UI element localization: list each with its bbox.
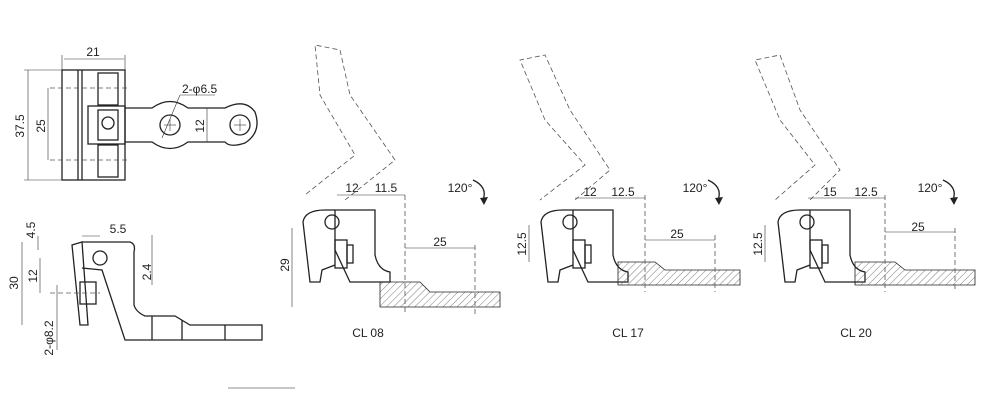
- dim-hole-offset: 12: [26, 269, 40, 283]
- dim-height: 37.5: [13, 114, 27, 138]
- rotation-label: 120°: [683, 181, 708, 195]
- variant-cl17: 12 12.5 120° 25 12.5 CL 17: [515, 54, 741, 340]
- top-view: 21 37.5 25 2-φ6.5 12: [13, 45, 258, 181]
- dim-step: 2.4: [140, 263, 154, 280]
- dim-arm-width: 12: [193, 119, 207, 133]
- rotation-arrow-icon: [950, 197, 958, 205]
- dim-c: 25: [911, 220, 925, 234]
- variant-label: CL 17: [612, 326, 644, 340]
- dim-hole-spacing: 25: [34, 119, 48, 133]
- dim-b: 12.5: [611, 185, 635, 199]
- variant-label: CL 08: [352, 326, 384, 340]
- dim-h: 12.5: [751, 232, 765, 256]
- dim-a: 12: [345, 181, 359, 195]
- dim-h: 29: [278, 258, 292, 272]
- variant-label: CL 20: [840, 326, 872, 340]
- dim-h: 12.5: [515, 232, 529, 256]
- dim-width: 21: [86, 45, 100, 59]
- side-view: 4.5 5.5 30 12 2.4 2-φ8.2: [7, 221, 263, 356]
- variant-cl08: 12 11.5 120° 25 29 CL 08: [278, 44, 501, 340]
- dim-a: 12: [583, 185, 597, 199]
- dim-a: 15: [823, 185, 837, 199]
- rotation-arrow-icon: [715, 197, 723, 205]
- dim-offset: 5.5: [110, 222, 127, 236]
- dim-c: 25: [670, 227, 684, 241]
- dim-top: 4.5: [24, 221, 38, 238]
- dim-side-height: 30: [7, 276, 21, 290]
- variant-cl20: 15 12.5 120° 25 12.5 CL 20: [751, 54, 976, 340]
- dim-c: 25: [433, 235, 447, 249]
- dim-b: 11.5: [375, 181, 398, 195]
- rotation-label: 120°: [918, 181, 943, 195]
- rotation-arrow-icon: [480, 197, 488, 205]
- dim-side-holes: 2-φ8.2: [42, 320, 56, 355]
- dim-b: 12.5: [854, 185, 878, 199]
- dim-holes: 2-φ6.5: [182, 82, 217, 96]
- rotation-label: 120°: [448, 181, 473, 195]
